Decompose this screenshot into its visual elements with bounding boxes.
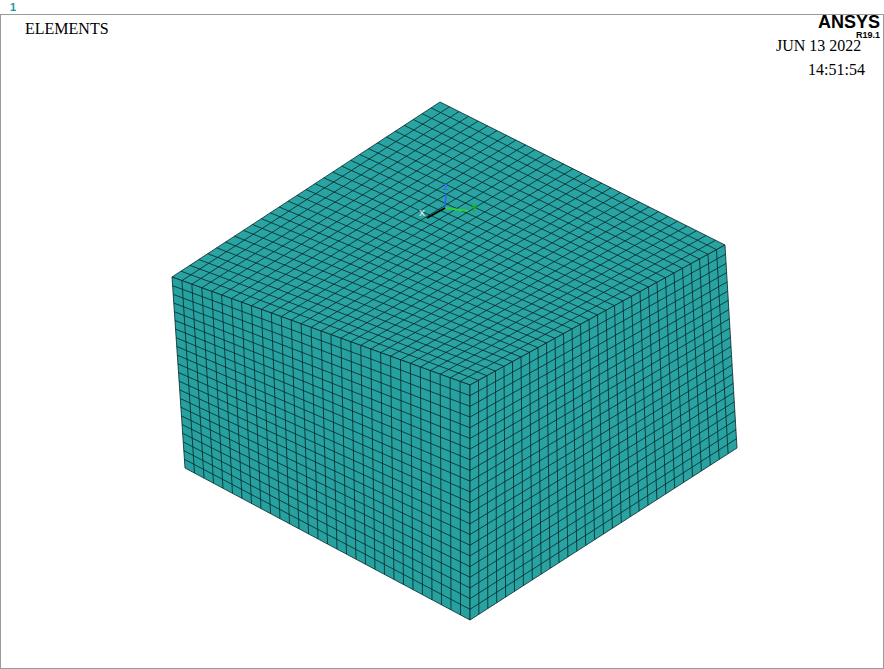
axis-label: X	[419, 209, 425, 218]
brand-logo: ANSYS	[818, 13, 880, 31]
element-mesh	[172, 102, 737, 620]
plot-title: ELEMENTS	[25, 21, 109, 37]
window-frame	[1, 15, 884, 669]
plot-time: 14:51:54	[808, 62, 865, 78]
axis-label: Z	[443, 183, 449, 192]
plot-date: JUN 13 2022	[776, 38, 861, 54]
axis-triad	[427, 194, 468, 218]
axis-label: Y	[471, 204, 478, 214]
window-number: 1	[10, 2, 16, 13]
